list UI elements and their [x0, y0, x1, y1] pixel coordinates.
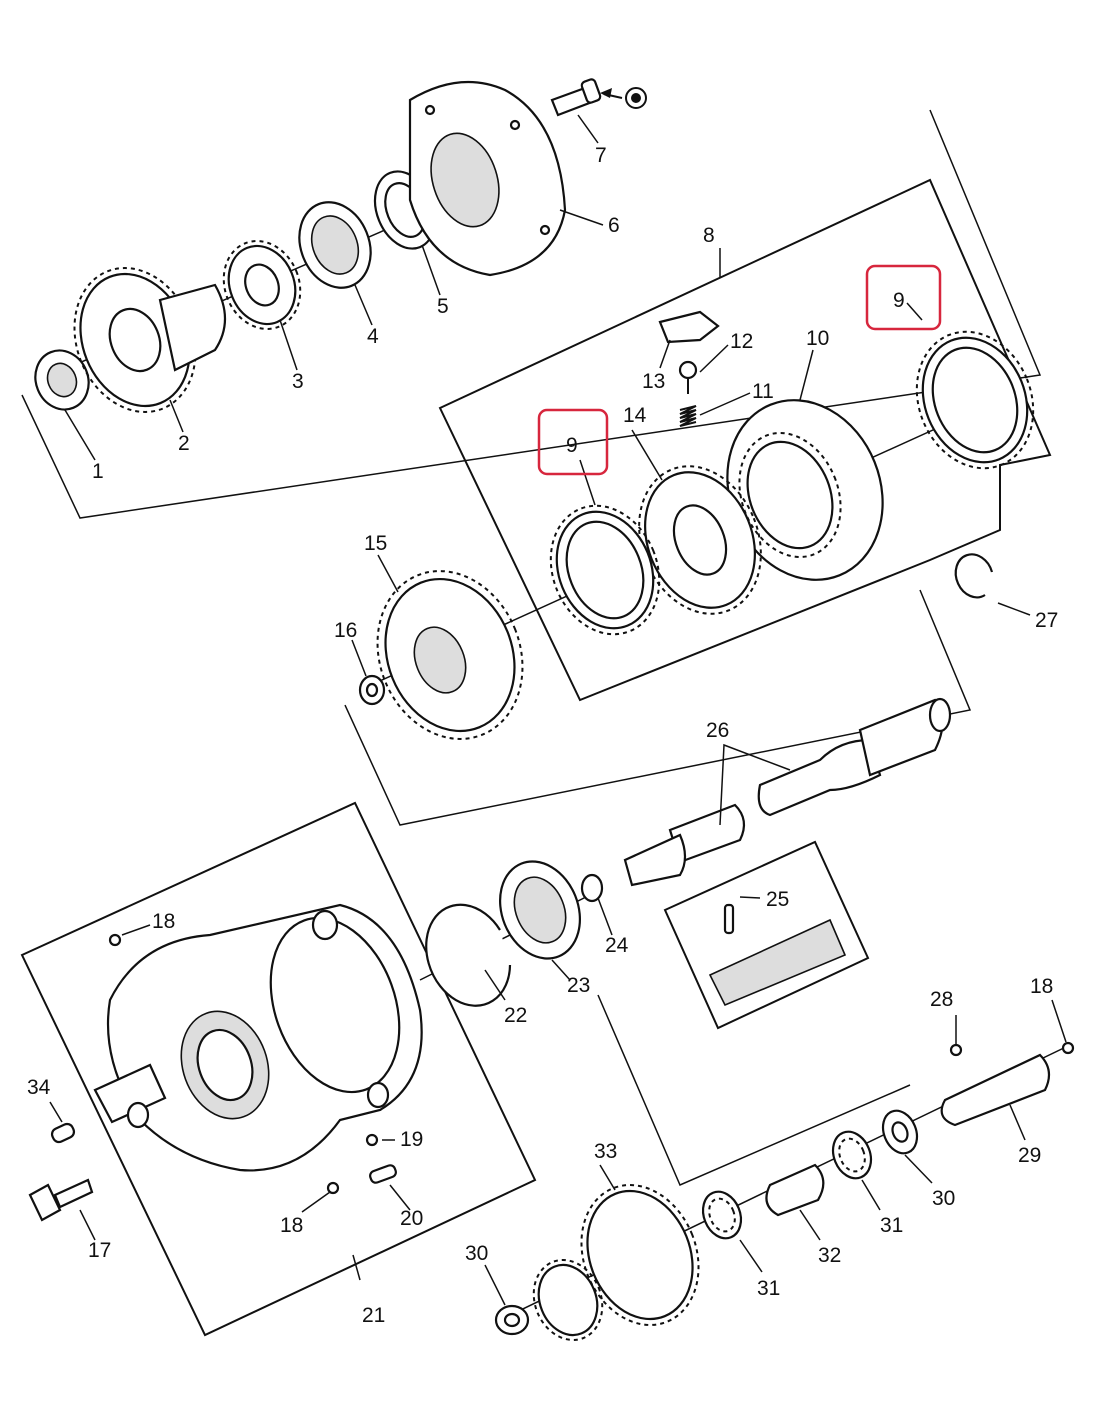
callout-9-left: 9: [566, 434, 578, 457]
callout-30-left: 30: [465, 1242, 488, 1265]
callout-31-right: 31: [880, 1214, 903, 1237]
part-9-synchro-ring-left: [549, 504, 661, 636]
callout-6: 6: [608, 214, 620, 237]
callout-5: 5: [437, 295, 449, 318]
part-25-roll-pin: [708, 903, 847, 1007]
highlight-box-9-left: [537, 408, 609, 476]
part-11-spring: [679, 405, 697, 427]
callout-8: 8: [703, 224, 715, 247]
callout-1: 1: [92, 460, 104, 483]
part-29-shaft: [940, 1053, 1051, 1127]
part-30-thrust-washer-right: [881, 1109, 919, 1155]
callout-3: 3: [292, 370, 304, 393]
part-6-retainer-plate: [408, 80, 567, 277]
group-frames: [20, 109, 1052, 1337]
callout-23: 23: [567, 974, 590, 997]
callout-29: 29: [1018, 1144, 1041, 1167]
frame-cluster-group: [597, 994, 911, 1186]
callout-22: 22: [504, 1004, 527, 1027]
part-23-bearing: [498, 860, 582, 960]
callout-31-left: 31: [757, 1277, 780, 1300]
callout-33: 33: [594, 1140, 617, 1163]
callout-20: 20: [400, 1207, 423, 1230]
part-2-gear: [73, 267, 226, 413]
part-30-thrust-washer-left: [494, 1304, 530, 1336]
part-26-shaft: [623, 697, 952, 887]
part-28-pin: [949, 1043, 963, 1057]
part-3-bearing-race: [222, 240, 302, 330]
callout-32: 32: [818, 1244, 841, 1267]
part-31-bearing-right: [831, 1130, 873, 1180]
callout-labels: 1 2 3 4 5 6 7 8 9 9 10 11 12 13 14 15 16…: [27, 144, 1058, 1327]
part-17-bolt: [28, 1178, 94, 1222]
part-10-sleeve: [726, 399, 884, 581]
callout-13: 13: [642, 370, 665, 393]
callout-28: 28: [930, 988, 953, 1011]
callout-15: 15: [364, 532, 387, 555]
callout-18-bottom: 18: [280, 1214, 303, 1237]
frame-shaft-group: [344, 589, 972, 826]
part-34-dowel: [50, 1122, 76, 1144]
part-32-spacer: [765, 1163, 825, 1217]
callout-7: 7: [595, 144, 607, 167]
callout-14: 14: [623, 404, 647, 427]
part-9-synchro-ring-right: [915, 330, 1035, 470]
adhesive-note: [600, 87, 647, 109]
callout-26: 26: [706, 719, 729, 742]
callout-4: 4: [367, 325, 379, 348]
frame-housing-group: [20, 801, 537, 1337]
callout-30-right: 30: [932, 1187, 955, 1210]
callout-21: 21: [362, 1304, 385, 1327]
part-33-cluster-gear: [532, 1184, 700, 1341]
part-31-bearing-left: [701, 1190, 743, 1240]
highlight-boxes: [537, 264, 942, 476]
part-12-detent-ball: [678, 360, 698, 394]
part-19-plug: [365, 1133, 379, 1147]
callout-2: 2: [178, 432, 190, 455]
part-22-snap-ring: [425, 903, 512, 1007]
callout-19: 19: [400, 1128, 423, 1151]
callout-16: 16: [334, 619, 357, 642]
part-1-bearing: [34, 349, 90, 411]
callout-24: 24: [605, 934, 629, 957]
frame-pin-inset: [663, 840, 870, 1030]
callout-27: 27: [1035, 609, 1058, 632]
part-13-shifter-key: [658, 310, 720, 344]
part-14-hub: [638, 465, 762, 615]
part-20-pin: [369, 1164, 397, 1184]
callout-9-right: 9: [893, 289, 905, 312]
part-15-gear: [376, 570, 524, 740]
part-4-bearing-cup: [298, 201, 372, 289]
callout-11: 11: [752, 380, 774, 403]
callout-18-top: 18: [152, 910, 175, 933]
leader-lines: [49, 114, 1067, 1306]
callout-18-right: 18: [1030, 975, 1053, 998]
highlight-box-9-right: [865, 264, 942, 331]
part-18-plugs: [108, 933, 1075, 1195]
callout-12: 12: [730, 330, 753, 353]
callout-17: 17: [88, 1239, 111, 1262]
callout-10: 10: [806, 327, 829, 350]
callout-25: 25: [766, 888, 789, 911]
part-27-snap-ring: [954, 553, 994, 599]
part-21-housing: [93, 903, 423, 1172]
frame-top-group: [21, 109, 1042, 519]
part-24-washer: [580, 873, 604, 903]
part-7-capscrew: [550, 78, 602, 117]
callout-34: 34: [27, 1076, 51, 1099]
part-16-pin: [358, 674, 386, 706]
frame-synchronizer-group: [438, 178, 1052, 702]
